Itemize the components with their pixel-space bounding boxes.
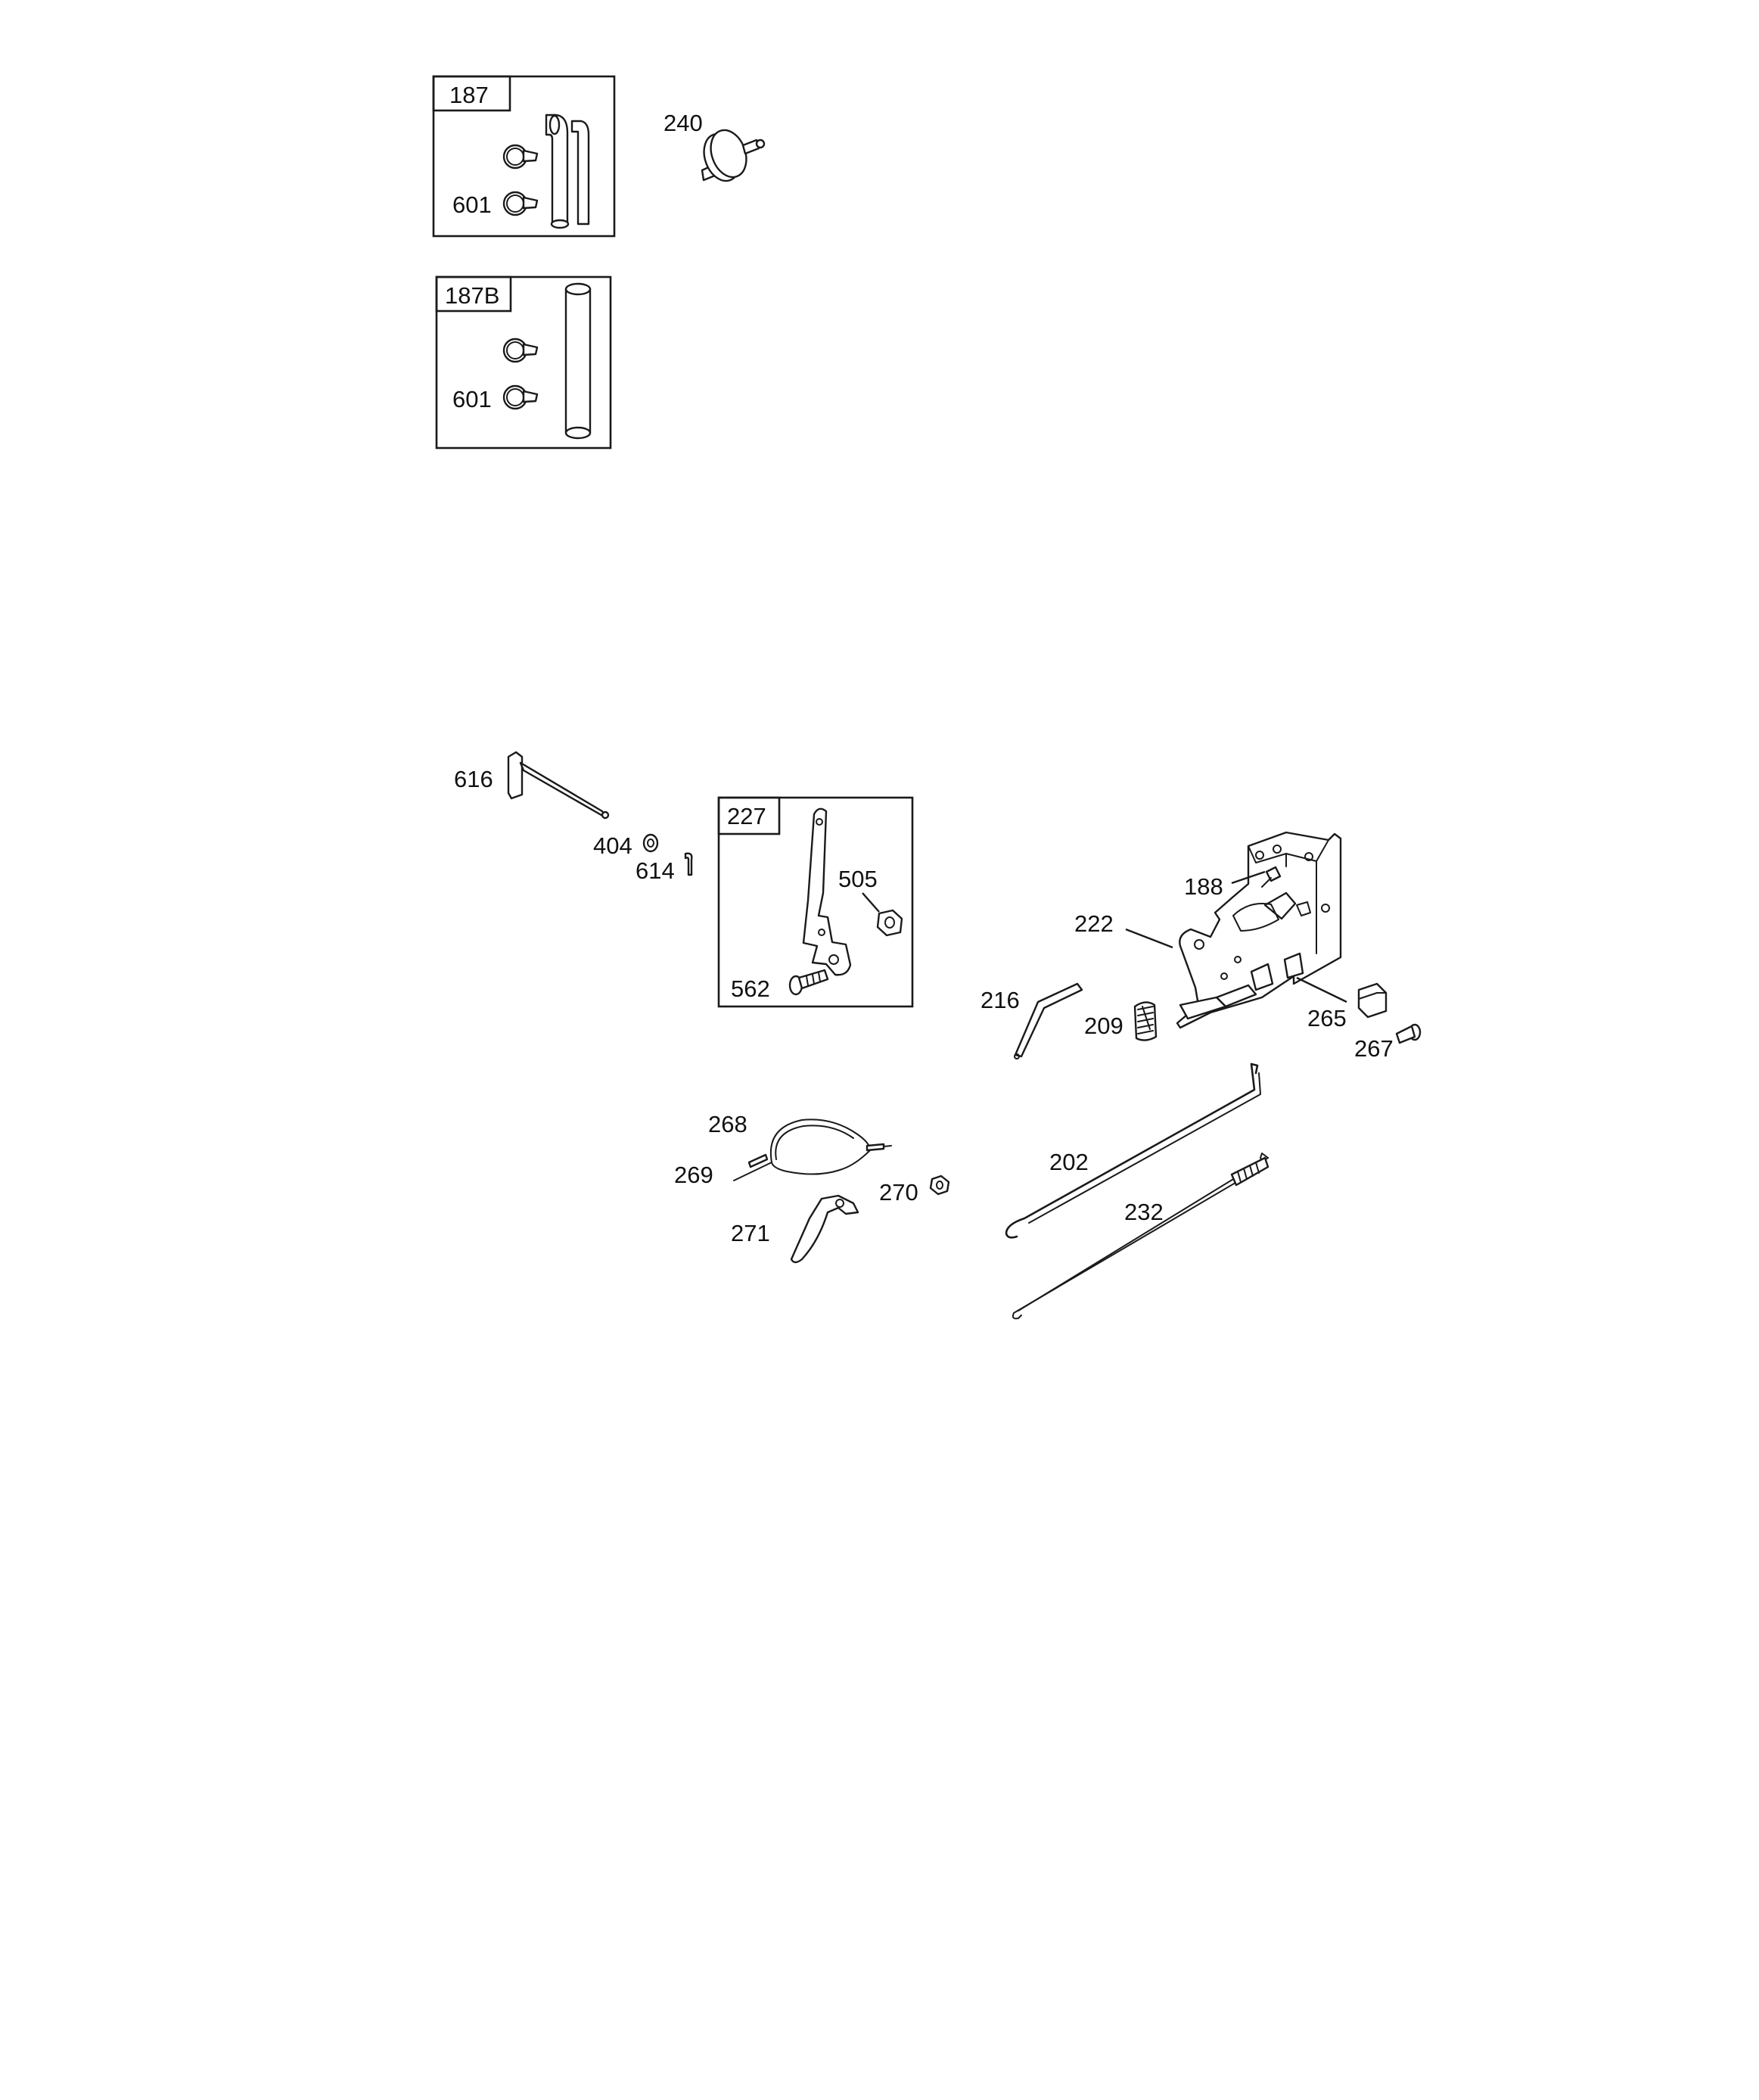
leader-188 [1231, 870, 1266, 885]
leader-222 [1125, 928, 1173, 949]
kit-227-box [717, 796, 914, 1008]
clamp-screw-icon [1395, 1023, 1422, 1044]
callout-601: 601 [452, 191, 492, 218]
governor-link-icon [1014, 982, 1083, 1059]
callout-188: 188 [1184, 873, 1223, 900]
control-bracket-icon [1176, 831, 1342, 1029]
leader-265 [1296, 976, 1347, 1003]
hose-straight-icon [564, 282, 592, 440]
hose-elbow-icon [545, 114, 590, 229]
callout-268: 268 [708, 1111, 747, 1137]
callout-616: 616 [454, 766, 493, 792]
callout-267: 267 [1354, 1035, 1394, 1062]
fuel-filter-icon [701, 129, 766, 182]
cable-clamp-icon [1357, 982, 1388, 1019]
callout-271: 271 [731, 1220, 770, 1246]
kit-227: 227 505 562 [717, 796, 914, 1008]
callout-202: 202 [1049, 1149, 1089, 1175]
callout-404: 404 [593, 832, 632, 859]
kit-227-label-box [717, 796, 781, 835]
bracket-screw-icon [1261, 866, 1282, 888]
leader-505 [862, 892, 880, 913]
kit-187: 187 601 [432, 75, 616, 238]
washer-icon [642, 833, 659, 853]
callout-505: 505 [838, 866, 878, 892]
kit-187-label-box [432, 75, 511, 112]
callout-562: 562 [731, 975, 770, 1002]
cable-bracket-icon [790, 1194, 859, 1264]
callout-222: 222 [1074, 910, 1114, 937]
kit-187b-label-box [435, 275, 512, 313]
callout-227: 227 [727, 803, 766, 829]
governor-spring-icon [1012, 1153, 1270, 1320]
control-cable-icon [733, 1118, 892, 1181]
kit-187-box [432, 75, 616, 238]
callout-216: 216 [981, 987, 1020, 1013]
callout-232: 232 [1124, 1199, 1164, 1225]
callout-209: 209 [1084, 1013, 1123, 1039]
screw-icon [788, 969, 829, 996]
callout-265: 265 [1307, 1005, 1347, 1031]
cotter-pin-icon [684, 852, 693, 876]
callout-269: 269 [674, 1162, 713, 1188]
governor-rod-icon [1005, 1062, 1261, 1239]
control-rod-icon [507, 751, 610, 820]
callout-240: 240 [664, 110, 703, 136]
hose-clamp-icon [502, 144, 539, 170]
kit-187b: 187B 601 [435, 275, 612, 450]
kit-187b-box [435, 275, 612, 450]
callout-601: 601 [452, 386, 492, 412]
control-lever-icon [802, 807, 852, 976]
callout-187: 187 [449, 82, 489, 108]
cable-nut-icon [929, 1174, 950, 1196]
hose-clamp-icon [502, 338, 539, 363]
hex-nut-icon [876, 909, 903, 937]
callout-187b: 187B [445, 282, 499, 309]
spring-icon [1133, 1001, 1158, 1041]
hose-clamp-icon [502, 191, 539, 216]
callout-614: 614 [636, 857, 675, 884]
callout-270: 270 [879, 1179, 918, 1206]
hose-clamp-icon [502, 384, 539, 410]
